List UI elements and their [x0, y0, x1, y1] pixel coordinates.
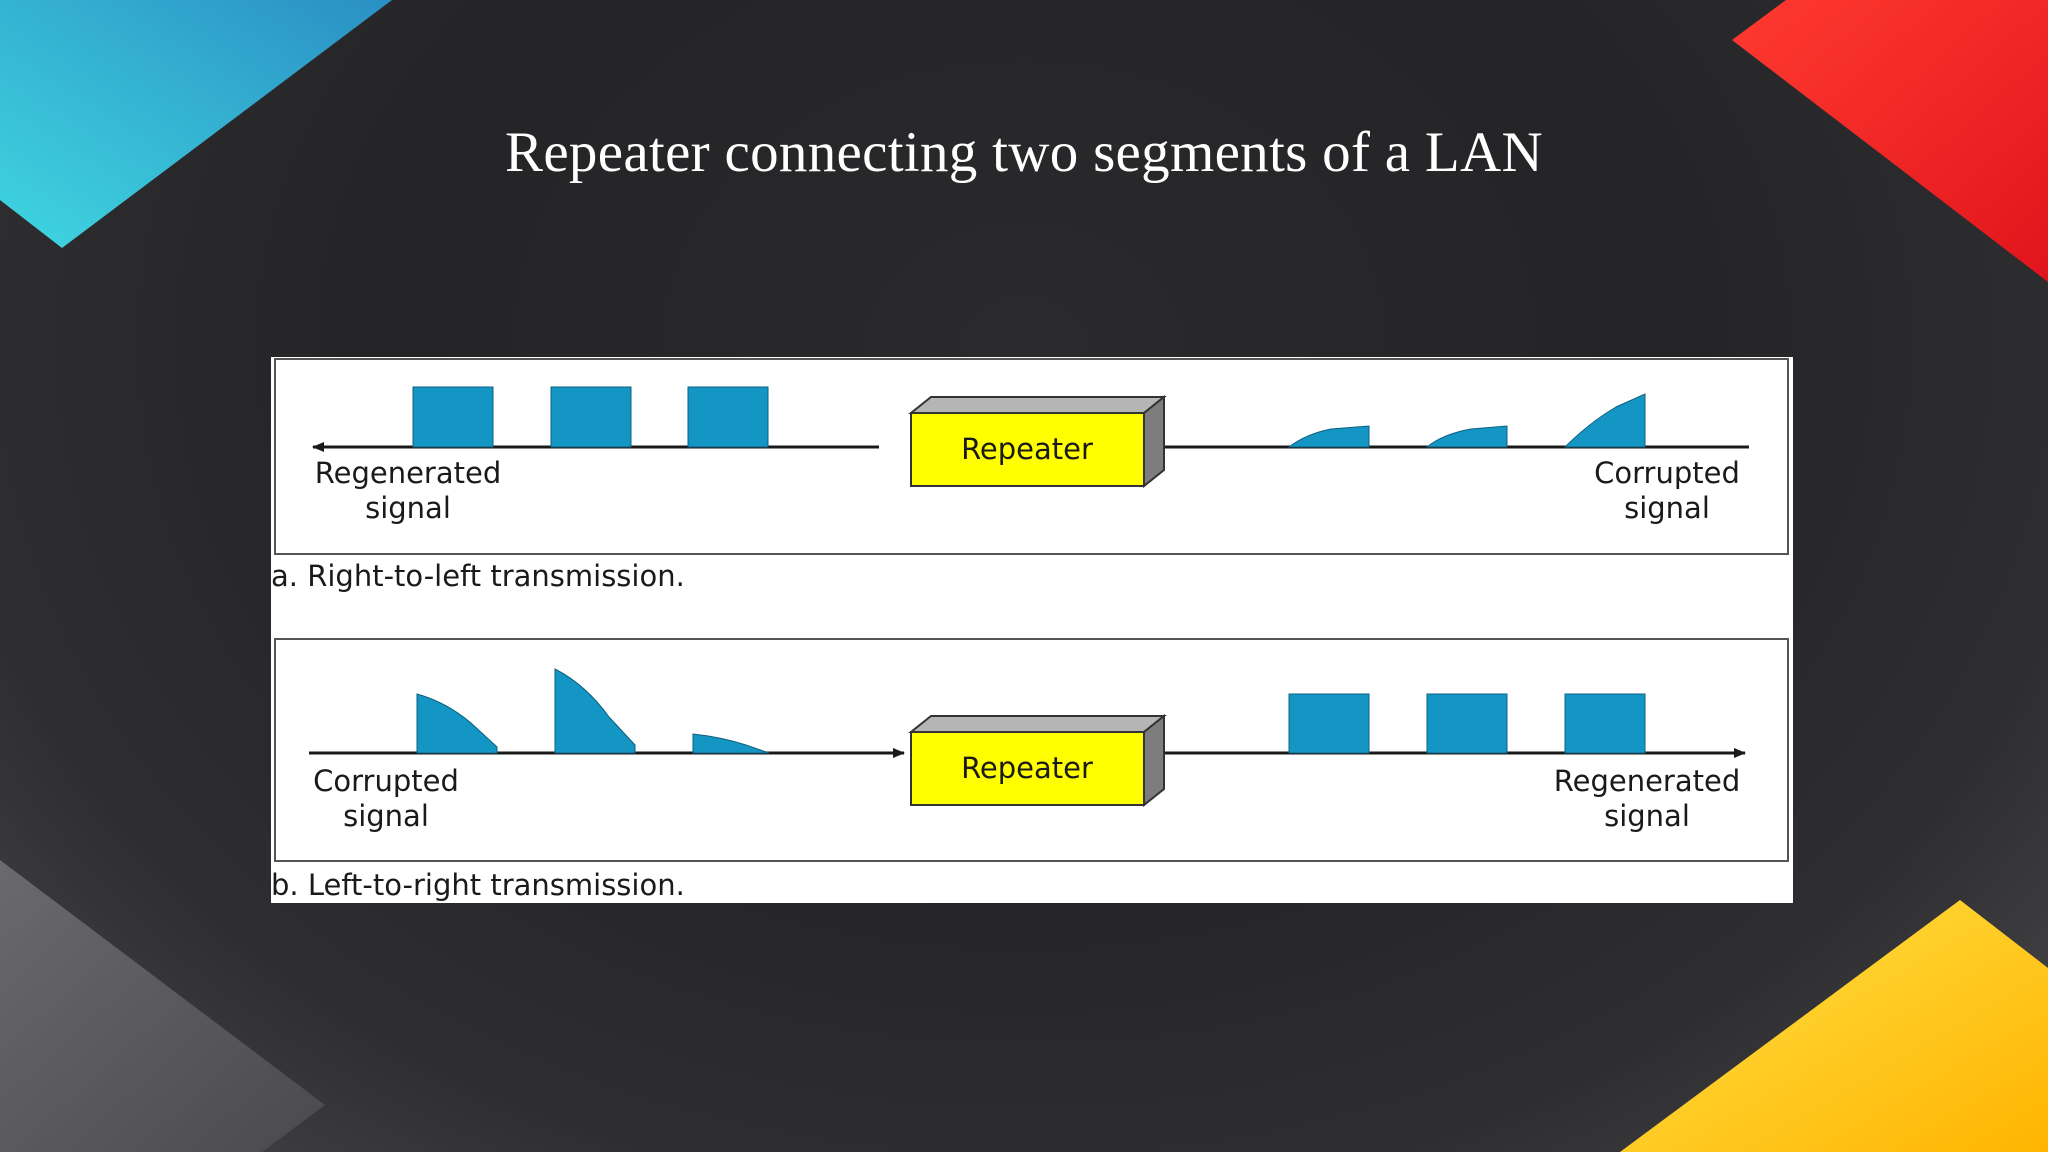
repeater-top-face: [908, 396, 1167, 414]
repeater-label: Repeater: [961, 751, 1093, 785]
corrupted-pulse: [692, 733, 770, 754]
corner-bottom-right-shape: [1620, 900, 2048, 1152]
regenerated-pulse: [687, 386, 769, 448]
repeater-box: Repeater: [908, 394, 1167, 489]
repeater-front-face: [910, 412, 1145, 487]
repeater-box: Repeater: [908, 713, 1167, 808]
regenerated-pulse: [1564, 693, 1646, 754]
panel-b-left-label-line2: signal: [343, 799, 429, 833]
panel-b-left-label-line1: Corrupted: [313, 764, 459, 798]
panel-b-right-label-line2: signal: [1604, 799, 1690, 833]
repeater-side-face: [1143, 713, 1165, 808]
corrupted-pulse: [416, 693, 498, 754]
panel-b-right-label-line1: Regenerated: [1554, 764, 1740, 798]
corrupted-pulse: [1563, 393, 1646, 448]
panel-a-right-label-line2: signal: [1624, 491, 1710, 525]
repeater-diagram: Repeater Regenerated signal Corrupted si…: [271, 357, 1793, 903]
regenerated-pulse: [412, 386, 494, 448]
repeater-top-face: [908, 715, 1167, 733]
regenerated-pulse: [550, 386, 632, 448]
panel-a: Repeater Regenerated signal Corrupted si…: [274, 358, 1789, 555]
corrupted-pulse: [554, 668, 636, 754]
corner-top-right-shape: [1732, 0, 2048, 282]
panel-a-left-label-line1: Regenerated: [315, 456, 501, 490]
panel-a-caption: a. Right-to-left transmission.: [271, 559, 685, 593]
panel-b-caption: b. Left-to-right transmission.: [271, 868, 685, 902]
panel-b: Repeater Corrupted signal Regenerated si…: [274, 638, 1789, 862]
regenerated-pulse: [1426, 693, 1508, 754]
corrupted-pulse: [1425, 425, 1508, 448]
panel-a-right-label-line1: Corrupted: [1594, 456, 1740, 490]
slide-title: Repeater connecting two segments of a LA…: [505, 121, 1543, 184]
regenerated-pulse: [1288, 693, 1370, 754]
repeater-side-face: [1143, 394, 1165, 489]
corrupted-pulse: [1287, 425, 1370, 448]
repeater-label: Repeater: [961, 432, 1093, 466]
corner-bottom-left-shape: [0, 860, 325, 1152]
repeater-front-face: [910, 731, 1145, 806]
corner-top-left-shape: [0, 0, 392, 248]
panel-a-left-label-line2: signal: [365, 491, 451, 525]
